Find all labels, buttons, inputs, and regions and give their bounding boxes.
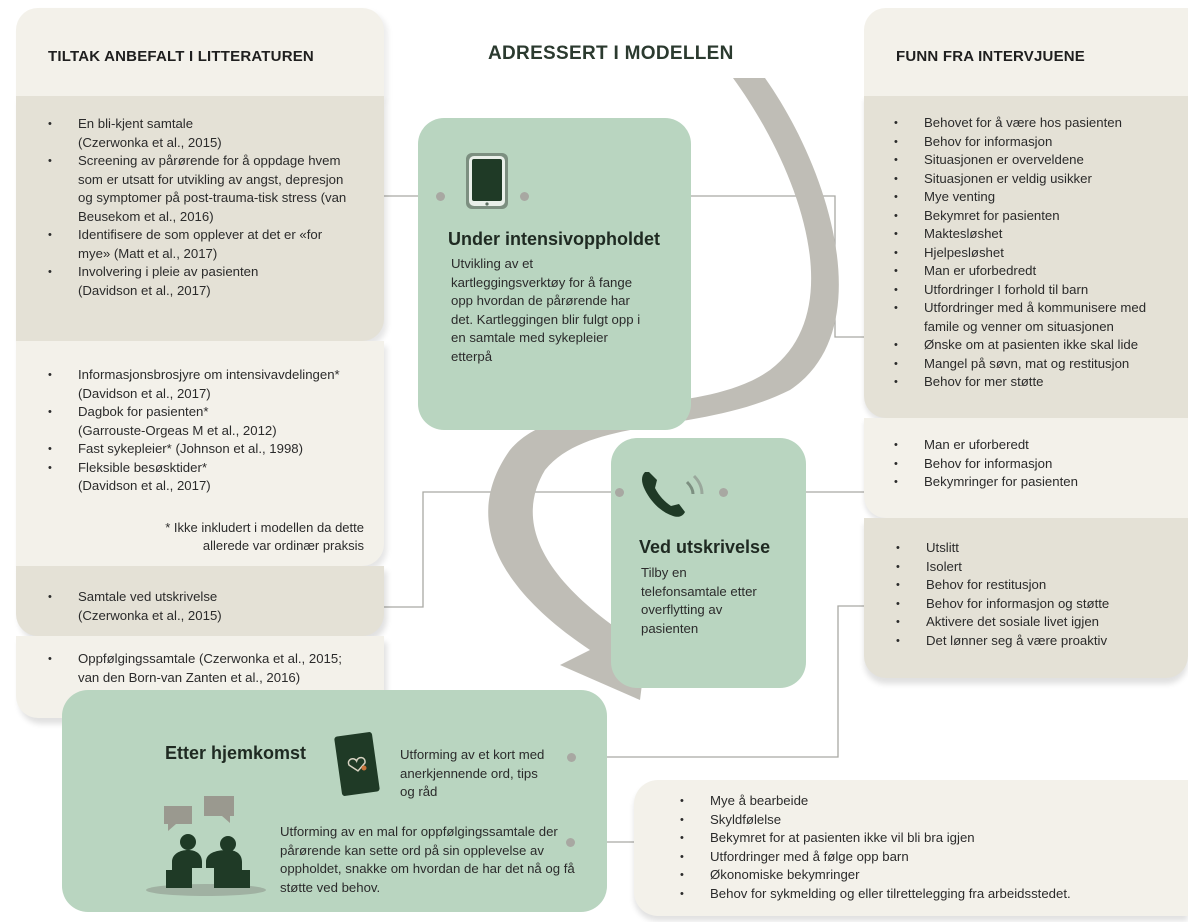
right-group4-item: Utfordringer med å følge opp barn: [680, 848, 1180, 867]
conversation-icon: [142, 792, 272, 902]
box-discharge-title: Ved utskrivelse: [639, 537, 771, 557]
right-group1-item: Behov for informasjon: [894, 133, 1184, 152]
phone-icon: [639, 468, 709, 518]
left-group-2: Informasjonsbrosjyre om intensivavdeling…: [16, 341, 384, 566]
left-column: TILTAK ANBEFALT I LITTERATUREN En bli-kj…: [16, 8, 384, 718]
right-group1-item: Situasjonen er veldig usikker: [894, 170, 1184, 189]
left-item-6: Dagbok for pasienten*(Garrouste-Orgeas M…: [48, 403, 348, 440]
left-item-3: Identifisere de som opplever at det er «…: [48, 226, 348, 263]
box-discharge: Ved utskrivelse Tilby en telefonsamtale …: [611, 438, 806, 688]
left-column-title: TILTAK ANBEFALT I LITTERATUREN: [48, 48, 314, 65]
left-item-9: Samtale ved utskrivelse(Czerwonka et al.…: [48, 588, 348, 625]
right-group4-item: Behov for sykmelding og eller tilrettele…: [680, 885, 1180, 904]
right-group4-item: Skyldfølelse: [680, 811, 1180, 830]
box-after-home: Etter hjemkomst Utforming av et kort med…: [62, 690, 607, 912]
left-item-5: Informasjonsbrosjyre om intensivavdeling…: [48, 366, 348, 403]
box-after-home-card-text: Utforming av et kort med anerkjennende o…: [400, 747, 545, 799]
left-group-3: Samtale ved utskrivelse(Czerwonka et al.…: [16, 566, 384, 636]
right-group-4: Mye å bearbeideSkyldfølelseBekymret for …: [634, 780, 1188, 916]
right-group1-item: Utfordringer I forhold til barn: [894, 281, 1184, 300]
right-group3-item: Aktivere det sosiale livet igjen: [896, 613, 1186, 632]
right-group1-item: Behov for mer støtte: [894, 373, 1184, 392]
right-group1-item: Behovet for å være hos pasienten: [894, 114, 1184, 133]
right-group-3: UtslittIsolertBehov for restitusjonBehov…: [864, 518, 1188, 678]
connector-dot: [436, 192, 445, 201]
left-header-card: [16, 8, 384, 98]
right-header-card: [864, 8, 1188, 98]
right-group4-item: Mye å bearbeide: [680, 792, 1180, 811]
right-group1-item: Ønske om at pasienten ikke skal lide: [894, 336, 1184, 355]
left-item-1: En bli-kjent samtale(Czerwonka et al., 2…: [48, 115, 348, 152]
connector-dot: [615, 488, 624, 497]
left-group-1: En bli-kjent samtale(Czerwonka et al., 2…: [16, 96, 384, 341]
box-during-icu: Under intensivoppholdet Utvikling av et …: [418, 118, 691, 430]
right-column-title: FUNN FRA INTERVJUENE: [896, 48, 1086, 65]
box-after-home-title: Etter hjemkomst: [165, 743, 307, 763]
right-group4-item: Økonomiske bekymringer: [680, 866, 1180, 885]
connector-dot: [520, 192, 529, 201]
right-group2-item: Man er uforberedt: [894, 436, 1184, 455]
connector-dot: [566, 838, 575, 847]
left-note: * Ikke inkludert i modellen da dette all…: [165, 520, 364, 553]
right-group3-item: Behov for informasjon og støtte: [896, 595, 1186, 614]
right-group1-item: Bekymret for pasienten: [894, 207, 1184, 226]
right-group1-item: Man er uforbedredt: [894, 262, 1184, 281]
right-group4-item: Bekymret for at pasienten ikke vil bli b…: [680, 829, 1180, 848]
right-group3-item: Utslitt: [896, 539, 1186, 558]
right-group1-item: Maktesløshet: [894, 225, 1184, 244]
center-title: ADRESSERT I MODELLEN: [488, 43, 734, 64]
left-item-7: Fast sykepleier* (Johnson et al., 1998): [48, 440, 348, 459]
right-group-1: Behovet for å være hos pasientenBehov fo…: [864, 96, 1188, 418]
left-item-4: Involvering i pleie av pasienten(Davidso…: [48, 263, 348, 300]
right-group1-item: Hjelpesløshet: [894, 244, 1184, 263]
left-item-10: Oppfølgingssamtale (Czerwonka et al., 20…: [48, 650, 358, 687]
right-group3-item: Isolert: [896, 558, 1186, 577]
right-group3-item: Det lønner seg å være proaktiv: [896, 632, 1186, 651]
right-group1-item: Mangel på søvn, mat og restitusjon: [894, 355, 1184, 374]
box-discharge-text: Tilby en telefonsamtale etter overflytti…: [641, 565, 757, 636]
left-item-8: Fleksible besøsktider* (Davidson et al.,…: [48, 459, 348, 496]
right-group2-item: Behov for informasjon: [894, 455, 1184, 474]
right-group3-item: Behov for restitusjon: [896, 576, 1186, 595]
right-group-2: Man er uforberedtBehov for informasjonBe…: [864, 418, 1188, 518]
tablet-icon: [463, 151, 511, 211]
right-group1-item: Mye venting: [894, 188, 1184, 207]
left-item-2: Screening av pårørende for å oppdage hve…: [48, 152, 348, 226]
right-group1-item: Utfordringer med å kommunisere med famil…: [894, 299, 1184, 336]
right-group1-item: Situasjonen er overveldene: [894, 151, 1184, 170]
connector-dot: [719, 488, 728, 497]
box-after-home-meeting-text: Utforming av en mal for oppfølgingssamta…: [280, 824, 575, 895]
connector-dot: [567, 753, 576, 762]
box-during-icu-text: Utvikling av et kartleggingsverktøy for …: [451, 256, 641, 364]
right-group2-item: Bekymringer for pasienten: [894, 473, 1184, 492]
card-icon: [332, 730, 382, 800]
box-during-icu-title: Under intensivoppholdet: [448, 229, 661, 249]
flow-arrow: [488, 78, 839, 700]
